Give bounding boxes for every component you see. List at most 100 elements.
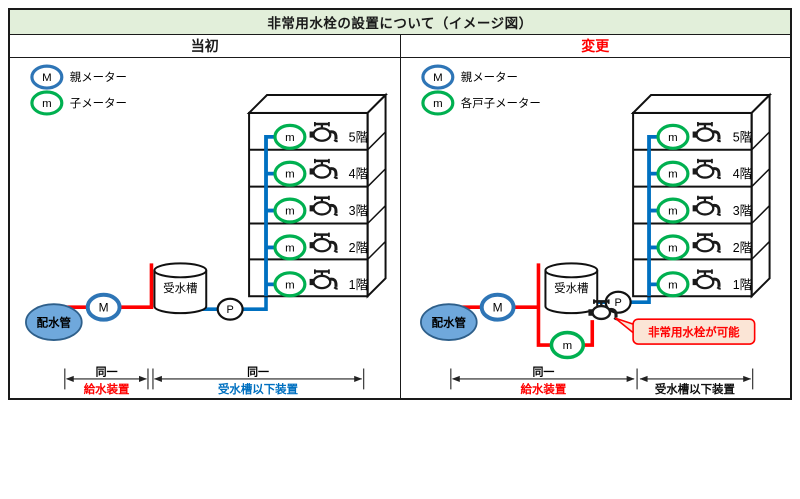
- faucet-icon: [308, 231, 338, 254]
- floor-row: m 2階: [655, 231, 752, 261]
- building-changed: m 5階 m 4階 m 3階 m: [630, 92, 772, 299]
- faucet-icon: [690, 194, 721, 217]
- riser-pipe-inner: [646, 135, 658, 297]
- dimension-annotations: [449, 368, 753, 390]
- unit-meter-icon: [655, 234, 689, 261]
- faucet-icon: [308, 157, 338, 180]
- unit-meter-symbol: m: [285, 242, 295, 254]
- unit-meter-symbol: m: [285, 206, 295, 218]
- floor-lines: [249, 148, 368, 261]
- floor-label: 2階: [732, 240, 751, 255]
- column-headers: 当初 変更: [10, 35, 790, 58]
- callout-box: [631, 318, 755, 345]
- dimension-ticks: [449, 368, 753, 390]
- floor-row: m 2階: [273, 231, 368, 261]
- callout-emergency-hydrant: 非常用水栓が可能: [614, 317, 755, 345]
- legend-unit-meter-icon: [420, 90, 454, 116]
- pump-label: P: [227, 304, 234, 316]
- panel-row: M 親メーター m 子メーター m: [10, 58, 790, 398]
- dimension-annotations: [64, 368, 365, 390]
- unit-meter-icon: [273, 197, 307, 224]
- unit-meter-icon: [273, 271, 307, 298]
- main-meter-symbol: M: [99, 301, 109, 315]
- building-front: [631, 111, 753, 298]
- water-main: 配水管: [419, 303, 478, 341]
- building-original: m 5階 m 4階 m 3階 m: [246, 92, 388, 299]
- unit-meter-icon: [655, 160, 689, 187]
- faucet-icon: [690, 157, 721, 180]
- floor-lines-side: [367, 131, 387, 260]
- legend-unit-meter-symbol: m: [42, 98, 52, 110]
- legend-main-meter-symbol: M: [42, 72, 52, 84]
- floor-label: 2階: [349, 240, 368, 255]
- water-main-label: 配水管: [431, 316, 465, 330]
- floor-label: 5階: [349, 129, 368, 144]
- unit-meter-symbol: m: [668, 132, 678, 144]
- legend-changed: M 親メーター m 各戸子メーター: [420, 64, 540, 116]
- floor-row: m 3階: [655, 194, 752, 224]
- dim-supply-top-label: 同一: [96, 365, 118, 378]
- floor-row: m 4階: [655, 157, 752, 187]
- legend-original: M 親メーター m 子メーター: [30, 64, 127, 116]
- faucet-icon: [690, 231, 721, 254]
- floor-row: m 4階: [273, 157, 368, 187]
- faucet-icon: [308, 120, 338, 143]
- faucet-icon: [308, 268, 338, 291]
- floor-label: 5階: [732, 129, 751, 144]
- faucet-icon: [690, 268, 721, 291]
- floor-row: m 5階: [655, 120, 752, 150]
- legend-unit-meter-icon: [30, 90, 64, 116]
- legend-main-meter-symbol: M: [433, 72, 443, 84]
- page-title: 非常用水栓の設置について（イメージ図）: [10, 10, 790, 35]
- legend-unit-meter-label: 各戸子メーター: [460, 96, 540, 110]
- unit-meter-symbol: m: [668, 242, 678, 254]
- unit-meter-icon: [655, 197, 689, 224]
- tank-label: 受水槽: [554, 282, 588, 295]
- unit-meter-symbol: m: [668, 206, 678, 218]
- main-meter: M: [85, 292, 122, 322]
- legend-main-meter-icon: [420, 64, 454, 90]
- callout-text: 非常用水栓が可能: [648, 325, 740, 339]
- branch-meter-symbol: m: [562, 340, 572, 352]
- floor-row: m 3階: [273, 194, 368, 224]
- legend-main-meter-label: 親メーター: [460, 71, 517, 84]
- dim-supply-top-label: 同一: [532, 365, 554, 378]
- floor-lines: [632, 148, 752, 261]
- floor-label: 4階: [349, 166, 368, 181]
- dim-supply-bottom-label: 給水装置: [520, 382, 566, 396]
- unit-meter-symbol: m: [285, 132, 295, 144]
- building-roof: [246, 94, 388, 114]
- legend-main-meter-label: 親メーター: [70, 71, 127, 84]
- building-side: [750, 92, 771, 299]
- floor-row: m 1階: [655, 268, 752, 298]
- water-main: 配水管: [25, 303, 83, 341]
- unit-meter-icon: [273, 123, 307, 150]
- floor-label: 1階: [732, 277, 751, 292]
- dim-tank-bottom-label: 受水槽以下装置: [654, 382, 735, 396]
- dim-tank-top-label: 同一: [247, 365, 269, 378]
- receiving-tank: 受水槽: [543, 262, 598, 315]
- building-side: [366, 92, 387, 299]
- unit-meter-symbol: m: [285, 279, 295, 291]
- legend-unit-meter-label: 子メーター: [70, 97, 127, 110]
- panel-header-changed: 変更: [399, 35, 791, 57]
- dim-supply-bottom-label: 給水装置: [84, 382, 130, 396]
- floor-label: 1階: [349, 277, 368, 292]
- faucet-icon: [308, 194, 338, 217]
- pump: P: [216, 297, 244, 321]
- pump-label: P: [614, 297, 621, 309]
- water-main-label: 配水管: [37, 316, 71, 330]
- main-meter-symbol: M: [492, 301, 502, 315]
- floor-label: 3階: [349, 203, 368, 218]
- unit-meter-symbol: m: [668, 279, 678, 291]
- dim-tank-bottom-label: 受水槽以下装置: [218, 382, 299, 396]
- riser-pipe-inner: [264, 135, 275, 297]
- diagram-frame: 非常用水栓の設置について（イメージ図） 当初 変更: [8, 8, 792, 400]
- main-meter: M: [479, 292, 516, 322]
- panel-original-diagram: M 親メーター m 子メーター m: [25, 64, 388, 396]
- receiving-tank: 受水槽: [153, 262, 208, 315]
- panel-changed-diagram: M 親メーター m 各戸子メーター m: [399, 58, 772, 398]
- faucet-icon: [690, 120, 721, 143]
- unit-meter-icon: [655, 123, 689, 150]
- building-roof: [630, 94, 772, 114]
